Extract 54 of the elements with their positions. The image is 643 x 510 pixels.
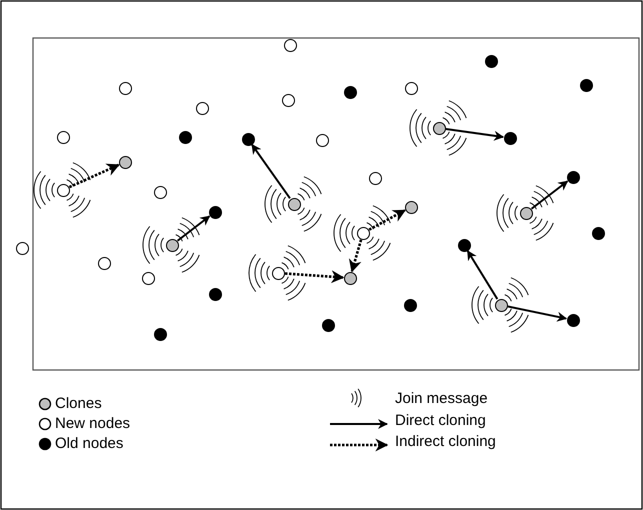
arrow bbox=[251, 144, 291, 199]
new-node-circle bbox=[16, 242, 28, 254]
clone-node-circle bbox=[494, 298, 508, 312]
old-node-circle bbox=[208, 288, 222, 300]
dotted-arrow bbox=[368, 209, 406, 231]
new-node-circle bbox=[56, 130, 70, 144]
clone-node-circle bbox=[344, 272, 356, 284]
old-node-circle bbox=[592, 226, 604, 240]
clone-node-circle bbox=[520, 206, 532, 220]
old-node-circle bbox=[154, 328, 166, 340]
old-node-circle bbox=[484, 54, 498, 68]
old-node-circle bbox=[404, 298, 416, 312]
new-node-circle bbox=[56, 184, 70, 196]
old-node-circle bbox=[566, 314, 580, 326]
new-node-circle bbox=[98, 256, 110, 270]
arrow bbox=[530, 180, 568, 210]
old-node-circle bbox=[504, 132, 516, 144]
new-node-circle bbox=[284, 38, 296, 52]
new-node-circle bbox=[282, 94, 294, 106]
old-node-circle bbox=[566, 170, 580, 184]
legend-label: Clones bbox=[55, 395, 102, 413]
old-node-circle bbox=[458, 238, 470, 252]
legend-label: Direct cloning bbox=[395, 412, 486, 430]
new-node-circle bbox=[368, 172, 382, 184]
legend-label: New nodes bbox=[55, 415, 130, 433]
old-node-circle bbox=[242, 132, 254, 146]
clone-node-circle bbox=[166, 238, 178, 252]
legend-label: Old nodes bbox=[55, 435, 124, 453]
new-node-circle bbox=[404, 82, 418, 94]
old-node-circle bbox=[322, 318, 334, 332]
legend-label: Join message bbox=[395, 390, 488, 408]
clone-node-circle bbox=[404, 200, 418, 214]
dotted-arrow bbox=[68, 164, 120, 188]
old-node-circle bbox=[580, 78, 592, 92]
old-node-circle bbox=[208, 206, 222, 218]
arrow bbox=[446, 128, 504, 141]
old-node-circle bbox=[178, 130, 192, 144]
arrow bbox=[508, 305, 568, 322]
new-node-circle bbox=[142, 272, 154, 284]
new-node-circle bbox=[356, 226, 370, 240]
new-node-circle bbox=[196, 102, 208, 114]
clone-node-circle bbox=[288, 198, 300, 210]
arrow bbox=[176, 215, 210, 242]
new-node-circle bbox=[118, 82, 132, 94]
clone-node-circle bbox=[432, 122, 446, 134]
dotted-arrow bbox=[284, 270, 344, 284]
dotted-arrow bbox=[348, 239, 362, 273]
legend-label: Indirect cloning bbox=[395, 433, 496, 451]
arrow bbox=[466, 250, 498, 300]
old-node-circle bbox=[344, 86, 356, 98]
new-node-circle bbox=[316, 134, 328, 146]
clone-node-circle bbox=[118, 156, 132, 168]
new-node-circle bbox=[154, 186, 166, 198]
new-node-circle bbox=[272, 266, 284, 280]
